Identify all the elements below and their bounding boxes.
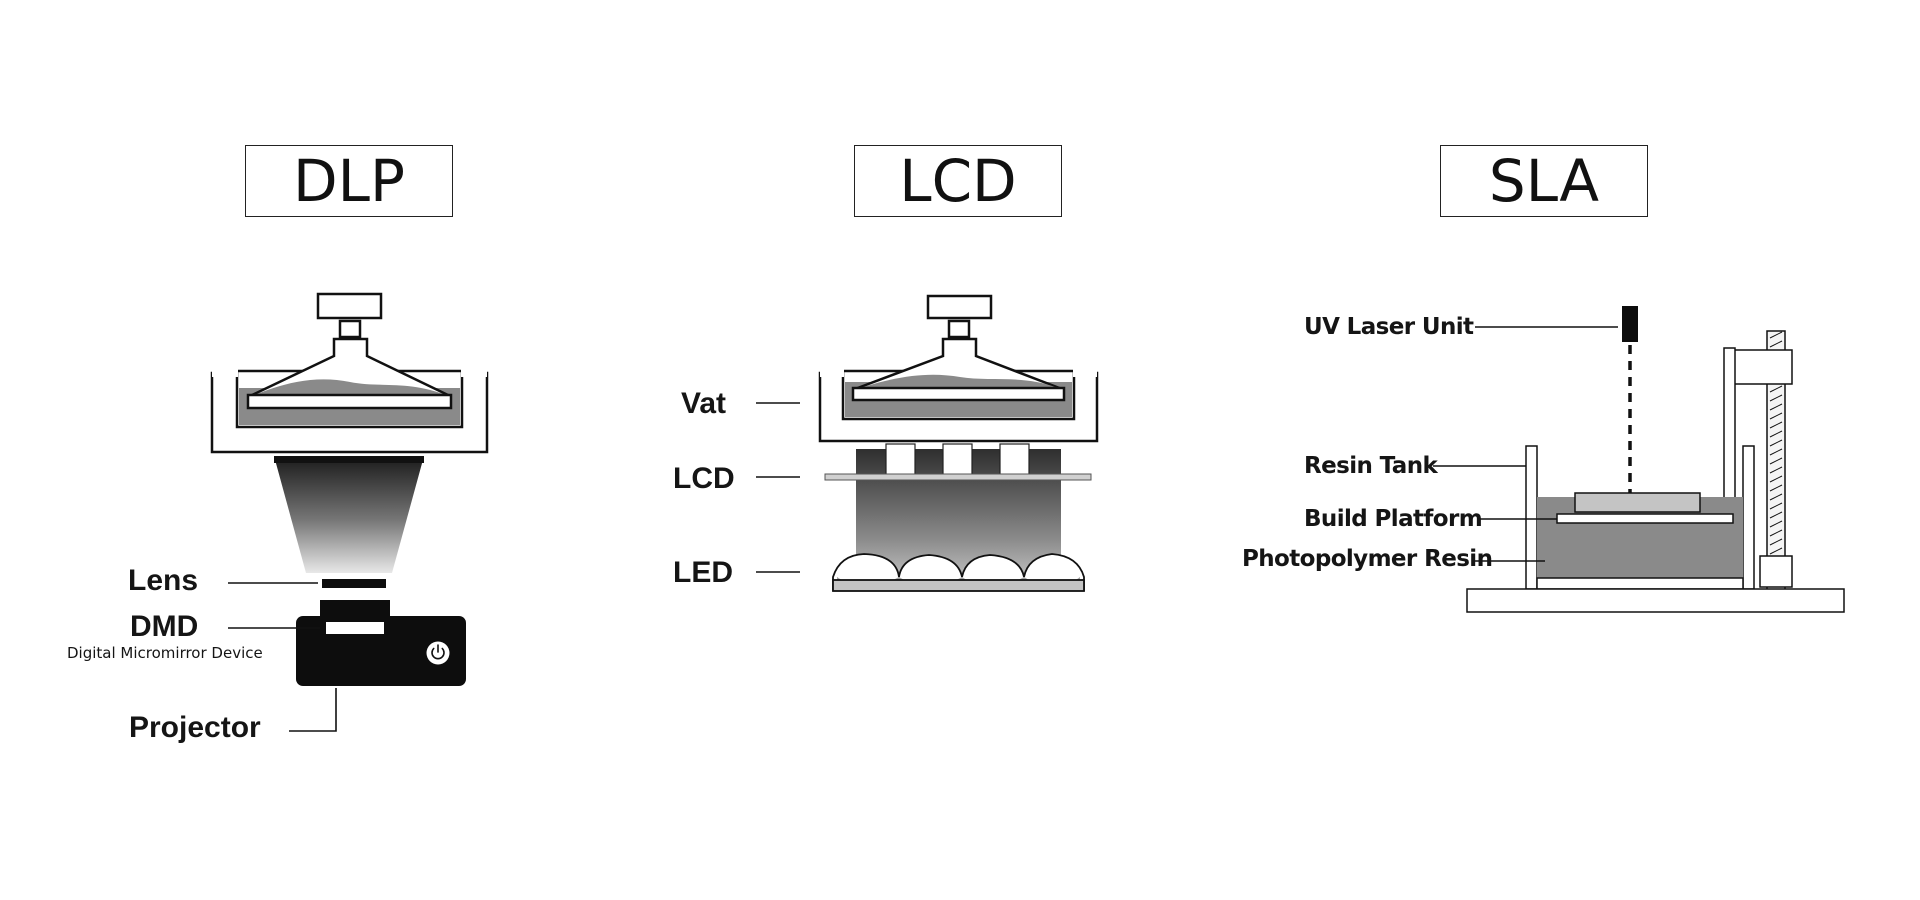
dlp-title: DLP (245, 145, 453, 217)
uv-laser-label: UV Laser Unit (1304, 314, 1474, 340)
resin-tank-label: Resin Tank (1304, 453, 1438, 479)
photopolymer-resin-label: Photopolymer Resin (1242, 546, 1493, 572)
dmd-label: DMD (130, 610, 199, 643)
led-label: LED (673, 556, 733, 589)
sla-printer (1433, 306, 1845, 613)
lcd-led-array (832, 553, 1085, 592)
lcd-panel (824, 443, 1092, 577)
build-platform-label: Build Platform (1304, 506, 1483, 532)
sla-base (1466, 588, 1845, 613)
lens-label: Lens (128, 564, 199, 597)
projector-label: Projector (129, 711, 261, 744)
vat-label: Vat (681, 387, 727, 420)
dlp-light-beam (274, 456, 424, 573)
projector-leader-line (289, 688, 337, 732)
lcd-printer (756, 294, 1099, 592)
dlp-lens (322, 579, 386, 588)
dmd-sublabel: Digital Micromirror Device (67, 644, 263, 662)
uv-laser-unit (1622, 306, 1638, 342)
lcd-title: LCD (854, 145, 1062, 217)
lcd-component-label: LCD (673, 462, 735, 495)
dlp-printer (210, 292, 489, 732)
lcd-build-head (851, 294, 1066, 402)
sla-gantry (1723, 330, 1793, 597)
dlp-projector (296, 600, 466, 686)
sla-title: SLA (1440, 145, 1648, 217)
dlp-build-head (246, 292, 453, 410)
power-icon (426, 641, 450, 665)
